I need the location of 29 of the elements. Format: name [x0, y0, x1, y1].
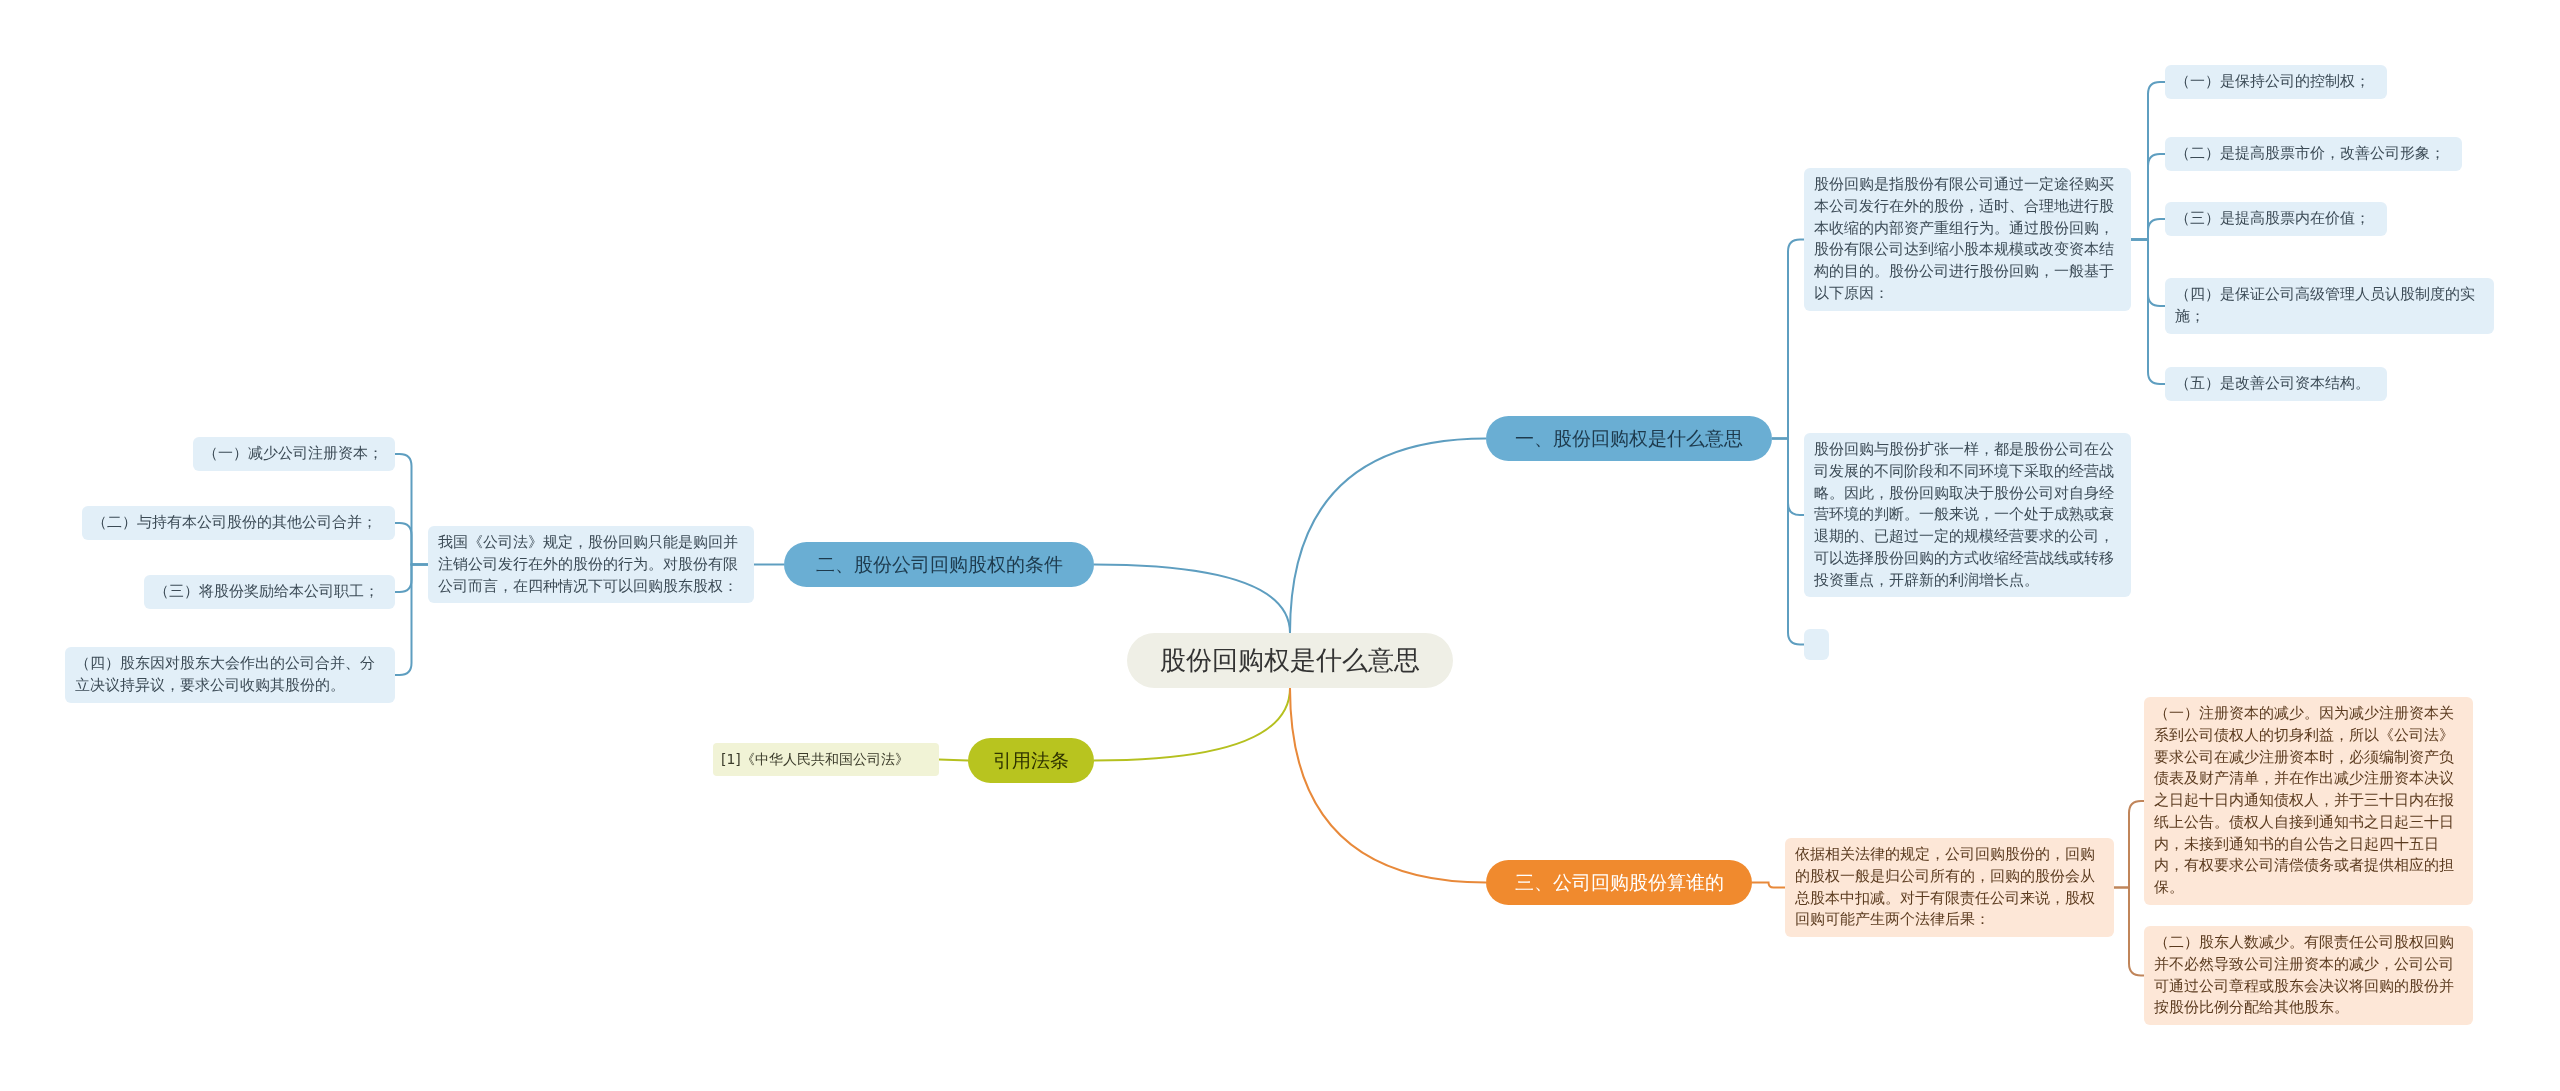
empty-box [1804, 629, 1829, 660]
connector-line [753, 563, 785, 566]
branch-topic: 引用法条 [968, 738, 1094, 783]
note-card: （四）是保证公司高级管理人员认股制度的实施； [2165, 278, 2494, 334]
note-card: （一）是保持公司的控制权； [2165, 65, 2387, 99]
note-card: 依据相关法律的规定，公司回购股份的，回购的股权一般是归公司所有的，回购的股份会从总股本中扣减。对于有限责任公司来说，股权回购可能产生两个法律后果： [1785, 838, 2114, 937]
connector-line [1771, 437, 1805, 646]
note-card: （二）与持有本公司股份的其他公司合并； [82, 506, 395, 540]
note-card: 我国《公司法》规定，股份回购只能是购回并注销公司发行在外的股份的行为。对股份有限公司而言，在四种情况下可以回购股东股权： [428, 526, 754, 604]
connector-line [1751, 881, 1786, 889]
branch-topic: 三、公司回购股份算谁的 [1486, 860, 1752, 905]
note-card: （三）是提高股票内在价值； [2165, 202, 2387, 236]
note-card: 股份回购与股份扩张一样，都是股份公司在公司发展的不同阶段和不同环境下采取的经营战略。因此，股份回购取决于股份公司对自身经营环境的判断。一般来说，一个处于成熟或衰退期的、已超过一定的规模经营要求的公司，可以选择股份回购的方式收缩经营战线或转移投资重点，开辟新的利润增长点。 [1804, 433, 2131, 598]
note-card: 股份回购是指股份有限公司通过一定途径购买本公司发行在外的股份，适时、合理地进行股本收缩的内部资产重组行为。通过股份回购，股份有限公司达到缩小股本规模或改变资本结构的目的。股份公司进行股份回购，一般基于以下原因： [1804, 168, 2131, 311]
connector-line [1289, 687, 1487, 884]
note-card: （二）是提高股票市价，改善公司形象； [2165, 137, 2462, 171]
note-card: （一）注册资本的减少。因为减少注册资本关系到公司债权人的切身利益，所以《公司法》要求公司在减少注册资本时，必须编制资产负债表及财产清单，并在作出减少注册资本决议之日起十日内通知债权人，并于三十日内在报纸上公告。债权人自接到通知书之日起三十日内，未接到通知书的自公告之日起四十五日内，有权要求公司清偿债务或者提供相应的担保。 [2144, 697, 2473, 905]
note-card: （五）是改善公司资本结构。 [2165, 367, 2387, 401]
connector-line [2113, 886, 2145, 977]
note-card: [1]《中华人民共和国公司法》 [713, 743, 939, 776]
branch-topic: 一、股份回购权是什么意思 [1486, 416, 1772, 461]
central-topic: 股份回购权是什么意思 [1127, 633, 1453, 688]
note-card: （三）将股份奖励给本公司职工； [144, 575, 395, 609]
note-card: （二）股东人数减少。有限责任公司股权回购并不必然导致公司注册资本的减少，公司公司可通过公司章程或股东会决议将回购的股份并按股份比例分配给其他股东。 [2144, 926, 2473, 1025]
connector-line [1093, 563, 1291, 634]
note-card: （一）减少公司注册资本； [193, 437, 395, 471]
note-card: （四）股东因对股东大会作出的公司合并、分立决议持异议，要求公司收购其股份的。 [65, 647, 395, 703]
branch-topic: 二、股份公司回购股权的条件 [784, 542, 1094, 587]
connector-line [938, 758, 969, 762]
